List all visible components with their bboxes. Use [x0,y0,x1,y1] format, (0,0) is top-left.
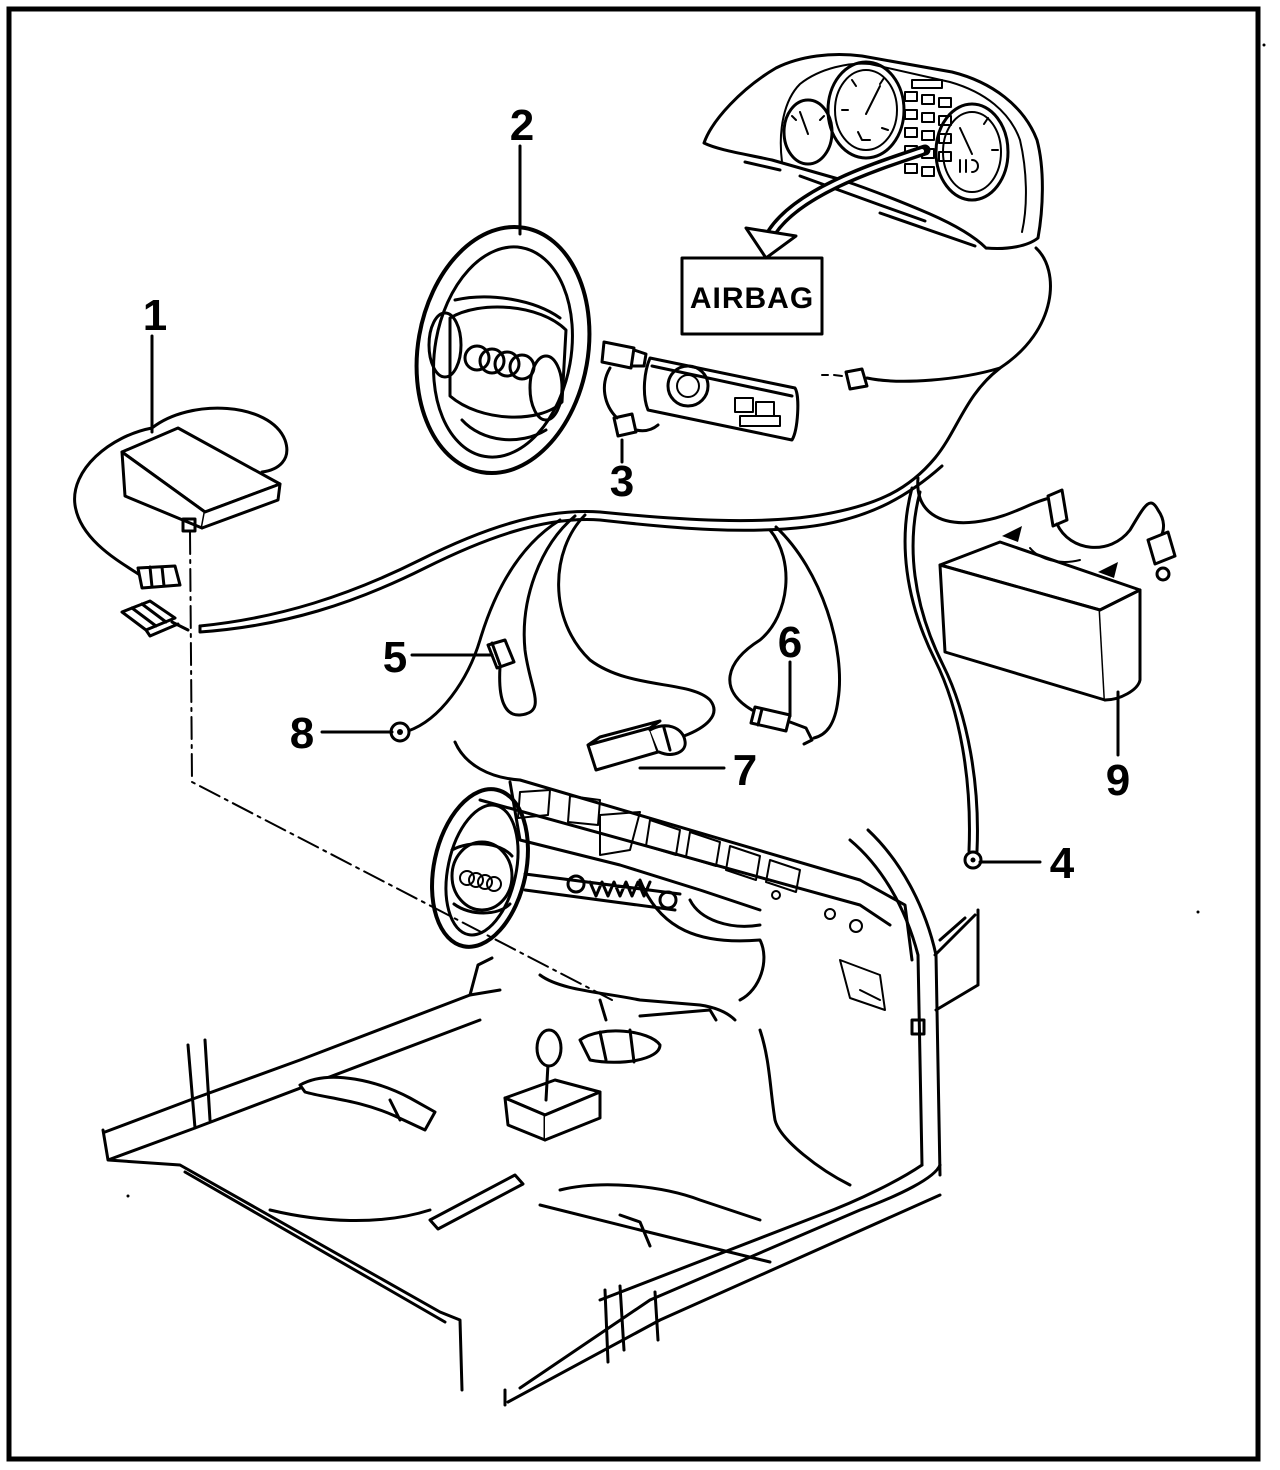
clock-spring [600,340,800,442]
passenger-airbag-module [938,488,1177,702]
callout-3: 3 [610,457,634,506]
console-connectors [578,998,718,1064]
handbrake-lever [298,1075,437,1132]
callout-numbers: 1 2 3 4 5 6 7 8 9 [143,101,1130,888]
leader-lines [150,144,1120,864]
floor-pan [101,956,852,1392]
spoke-right [528,354,564,422]
steering-column [523,872,682,912]
callout-1: 1 [143,291,167,340]
wire-connector-5 [498,514,577,717]
gear-knob [535,1028,563,1068]
dashboard-frame [453,740,914,1011]
module-connector-b [1146,530,1177,566]
control-unit-plug [120,599,190,638]
wire-connector-6 [728,525,842,740]
vehicle-body-right [503,828,980,1407]
callout-8: 8 [290,709,314,758]
wire-passenger-airbag [916,476,1052,525]
callout-4: 4 [1050,839,1075,888]
wire-connector-7 [557,513,716,738]
control-unit-connector [136,564,182,590]
airbag-pad [448,295,568,442]
wire-ground-4 [903,486,979,853]
mount-arrow-left [1002,526,1022,542]
module-wire [1055,501,1165,549]
connector-5 [486,638,516,670]
ground-point-8 [389,721,411,743]
control-unit-wire [73,406,289,577]
tachometer [934,102,1010,202]
steering-connector [821,366,1002,391]
instrument-cluster [702,53,1044,250]
airbag-label-box: AIRBAG [680,256,824,336]
connector-6 [749,705,814,746]
module-connector-a [1046,488,1069,528]
warning-lights [904,79,952,177]
ground-point-4 [963,850,983,870]
wire-ground-8 [406,518,562,733]
wiring-harness [198,246,1052,853]
connector-7 [586,719,687,772]
curved-arrow [744,144,931,260]
knee-bar [638,878,766,1002]
callout-2: 2 [510,101,534,150]
location-line [189,531,613,1001]
callout-9: 9 [1106,756,1130,805]
airbag-control-unit [73,406,289,638]
scan-specks [126,43,1266,1198]
mount-arrow-right [1098,562,1118,578]
arrow-head [744,226,798,260]
spoke-left [427,311,463,379]
callout-6: 6 [778,618,802,667]
wheel-emblem [463,344,536,381]
gear-shift [503,1028,602,1142]
floor-slot [428,1173,525,1231]
speedometer [826,60,906,160]
airbag-label: AIRBAG [690,282,814,315]
diagram-frame [6,6,1261,1462]
steering-wheel [414,224,592,476]
callout-7: 7 [733,746,757,795]
callout-5: 5 [383,633,407,682]
